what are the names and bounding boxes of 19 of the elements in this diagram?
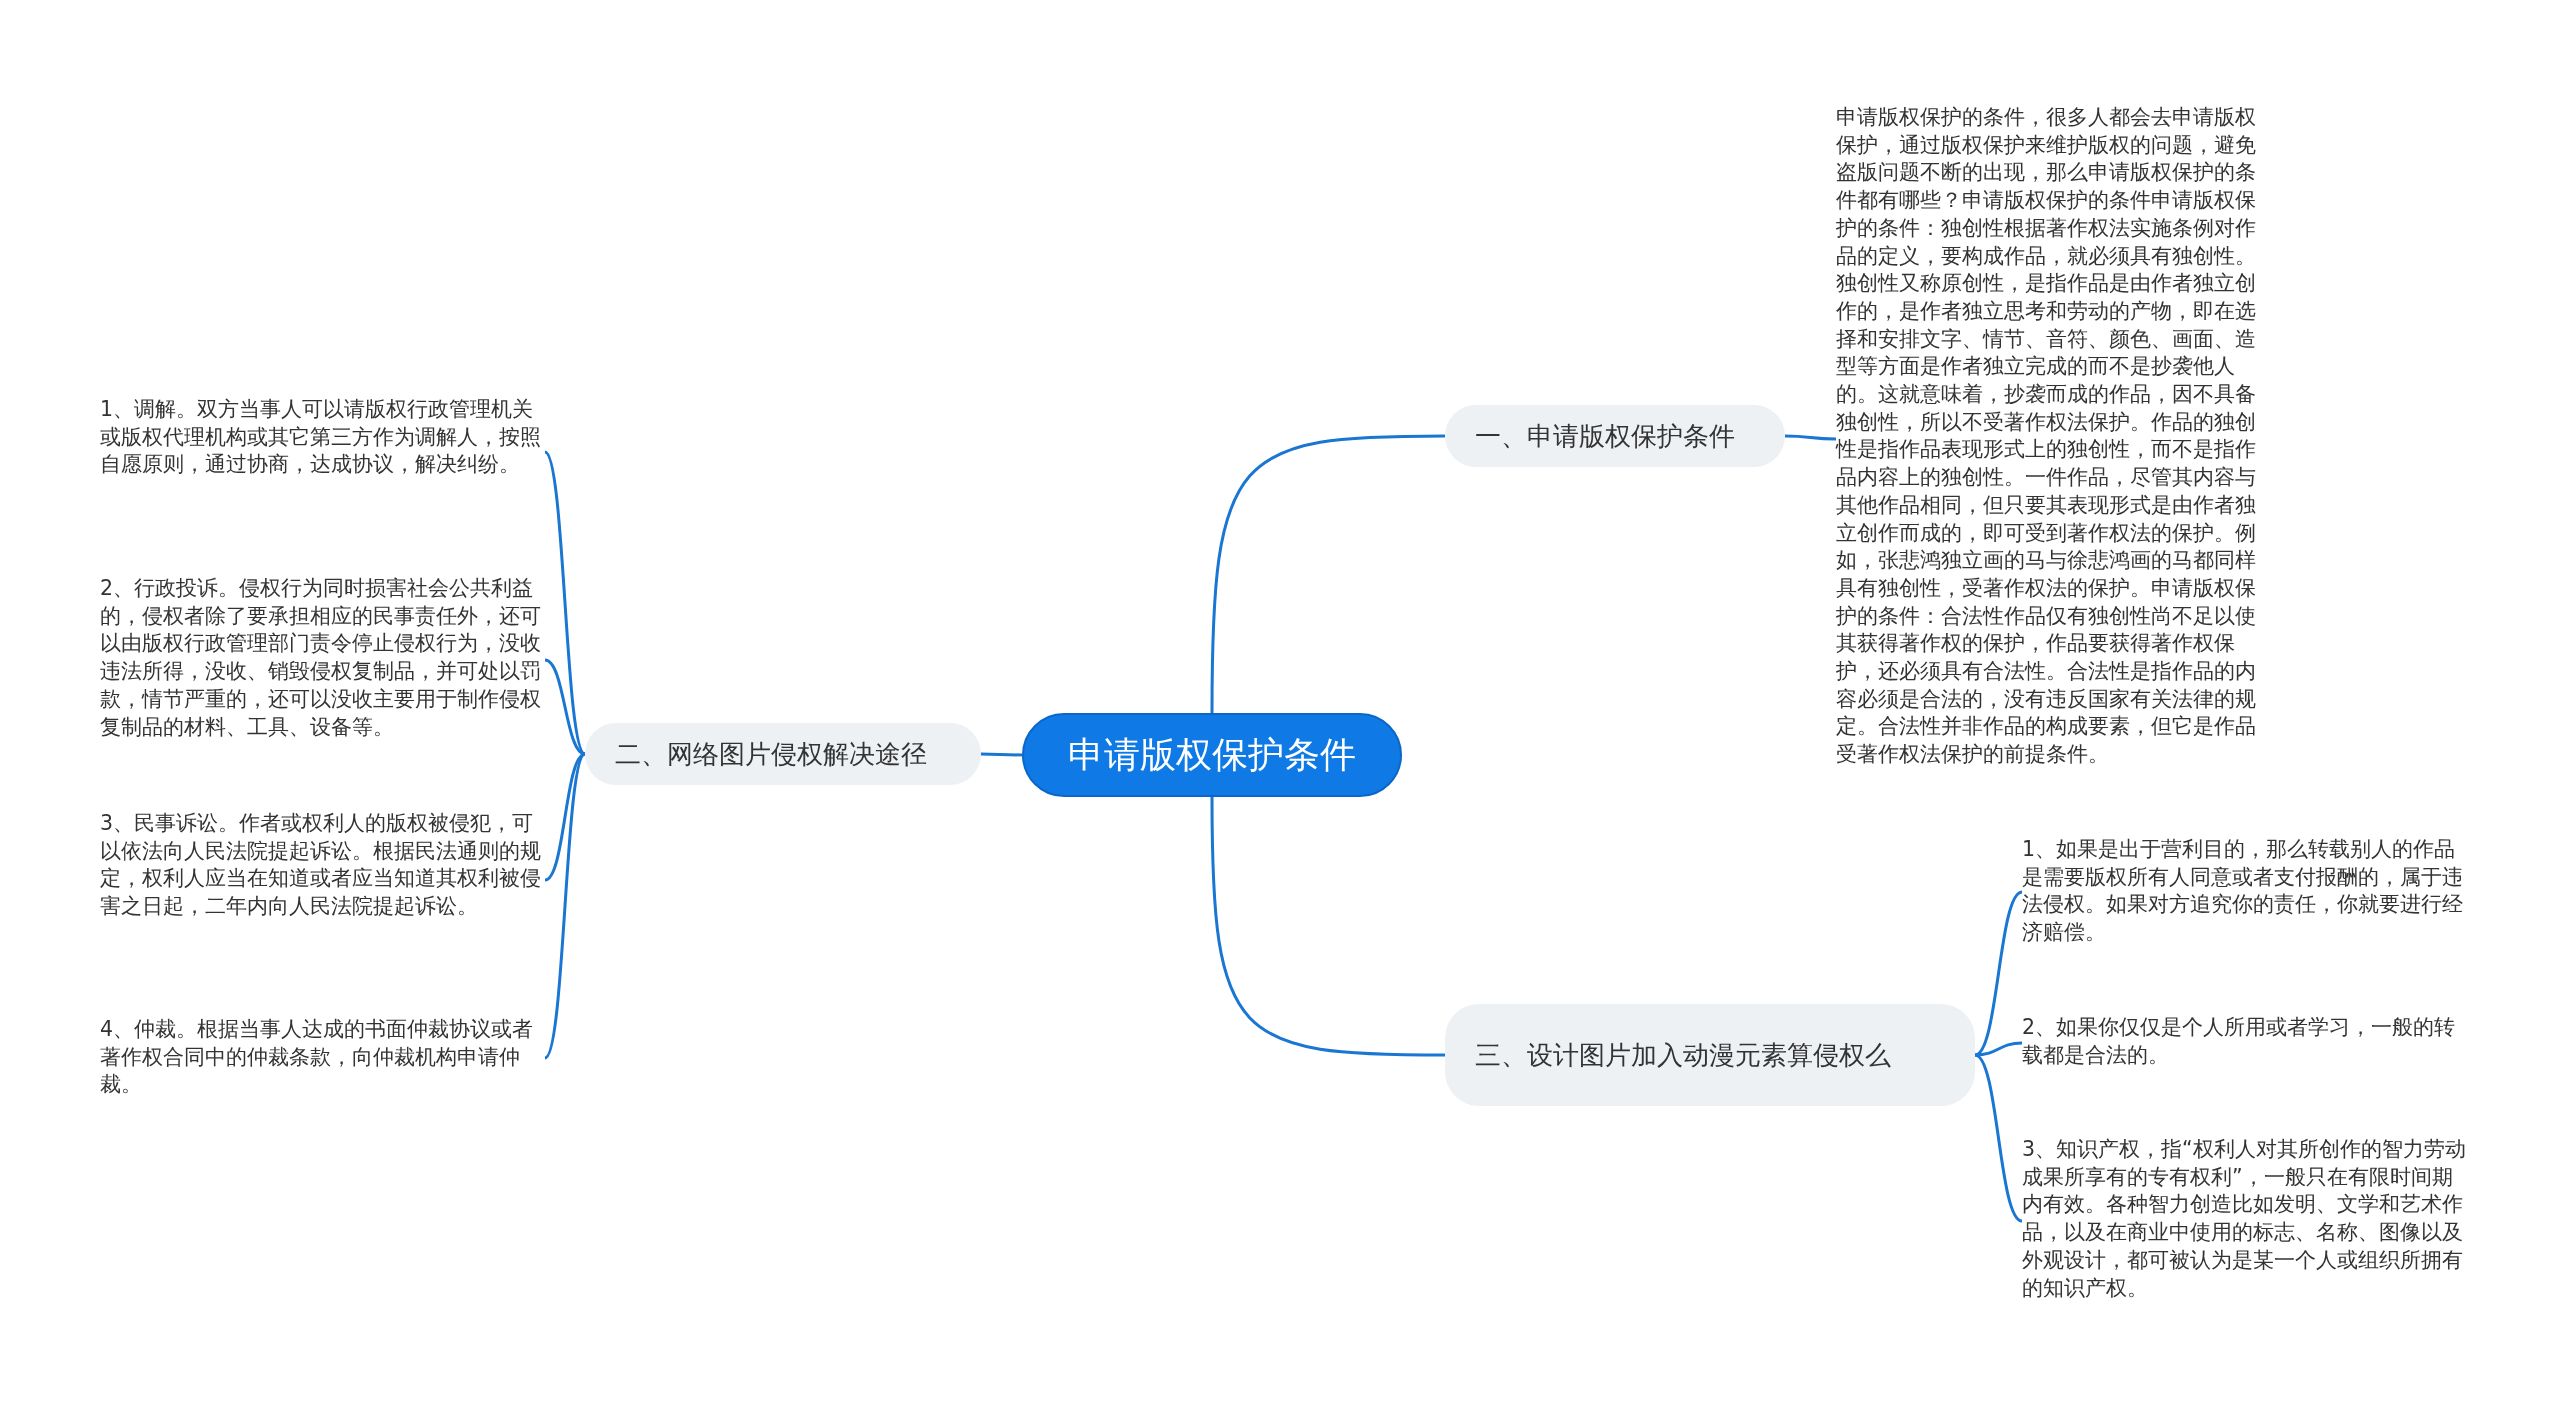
note-text: 2、如果你仅仅是个人所用或者学习，一般的转载都是合法的。 <box>2022 1014 2467 1072</box>
central-topic: 申请版权保护条件 <box>1022 713 1402 797</box>
connector-line <box>1974 1053 2023 1223</box>
connector-line <box>1974 1041 2023 1057</box>
branch-topic: 一、申请版权保护条件 <box>1445 405 1785 467</box>
branch-topic: 二、网络图片侵权解决途径 <box>585 723 981 785</box>
branch-topic: 三、设计图片加入动漫元素算侵权么 <box>1445 1004 1975 1106</box>
note-text: 3、知识产权，指“权利人对其所创作的智力劳动成果所享有的专有权利”，一般只在有限时间期内有效。各种智力创造比如发明、文学和艺术作品，以及在商业中使用的标志、名称、图像以及外观设计，都可被认为是某一个人或组织所拥有的知识产权。 <box>2022 1136 2467 1306</box>
note-text: 1、调解。双方当事人可以请版权行政管理机关或版权代理机构或其它第三方作为调解人，按照自愿原则，通过协商，达成协议，解决纠纷。 <box>100 396 545 508</box>
note-text: 2、行政投诉。侵权行为同时损害社会公共利益的，侵权者除了要承担相应的民事责任外，还可以由版权行政管理部门责令停止侵权行为，没收违法所得，没收、销毁侵权复制品，并可处以罚款，情节严重的，还可以没收主要用于制作侵权复制品的材料、工具、设备等。 <box>100 575 545 745</box>
note-text: 4、仲裁。根据当事人达成的书面仲裁协议或者著作权合同中的仲裁条款，向仲裁机构申请仲裁。 <box>100 1016 545 1100</box>
note-text: 1、如果是出于营利目的，那么转载别人的作品是需要版权所有人同意或者支付报酬的，属于违法侵权。如果对方追究你的责任，你就要进行经济赔偿。 <box>2022 836 2467 948</box>
connector-line <box>1785 434 1836 441</box>
note-text: 申请版权保护的条件，很多人都会去申请版权保护，通过版权保护来维护版权的问题，避免盗版问题不断的出现，那么申请版权保护的条件都有哪些？申请版权保护的条件申请版权保护的条件：独创性根据著作权法实施条例对作品的定义，要构成作品，就必须具有独创性。独创性又称原创性，是指作品是由作者独立创作的，是作者独立思考和劳动的产物，即在选择和安排文字、情节、音符、颜色、画面、造型等方面是作者独立完成的而不是抄袭他人的。这就意味着，抄袭而成的作品，因不具备独创性，所以不受著作权法保护。作品的独创性是指作品表现形式上的独创性，而不是指作品内容上的独创性。一件作品，尽管其内容与其他作品相同，但只要其表现形式是由作者独立创作而成的，即可受到著作权法的保护。例如，张悲鸿独立画的马与徐悲鸿画的马都同样具有独创性，受著作权法的保护。申请版权保护的条件：合法性作品仅有独创性尚不足以使其获得著作权的保护，作品要获得著作权保护，还必须具有合法性。合法性是指作品的内容必须是合法的，没有违反国家有关法律的规定。合法性并非作品的构成要素，但它是作品受著作权法保护的前提条件。 <box>1836 104 2276 774</box>
connector-line <box>1210 434 1445 713</box>
note-text: 3、民事诉讼。作者或权利人的版权被侵犯，可以依法向人民法院提起诉讼。根据民法通则的规定，权利人应当在知道或者应当知道其权利被侵害之日起，二年内向人民法院提起诉讼。 <box>100 810 545 950</box>
connector-line <box>543 753 587 1059</box>
connector-line <box>1210 797 1445 1057</box>
connector-line <box>980 752 1023 757</box>
